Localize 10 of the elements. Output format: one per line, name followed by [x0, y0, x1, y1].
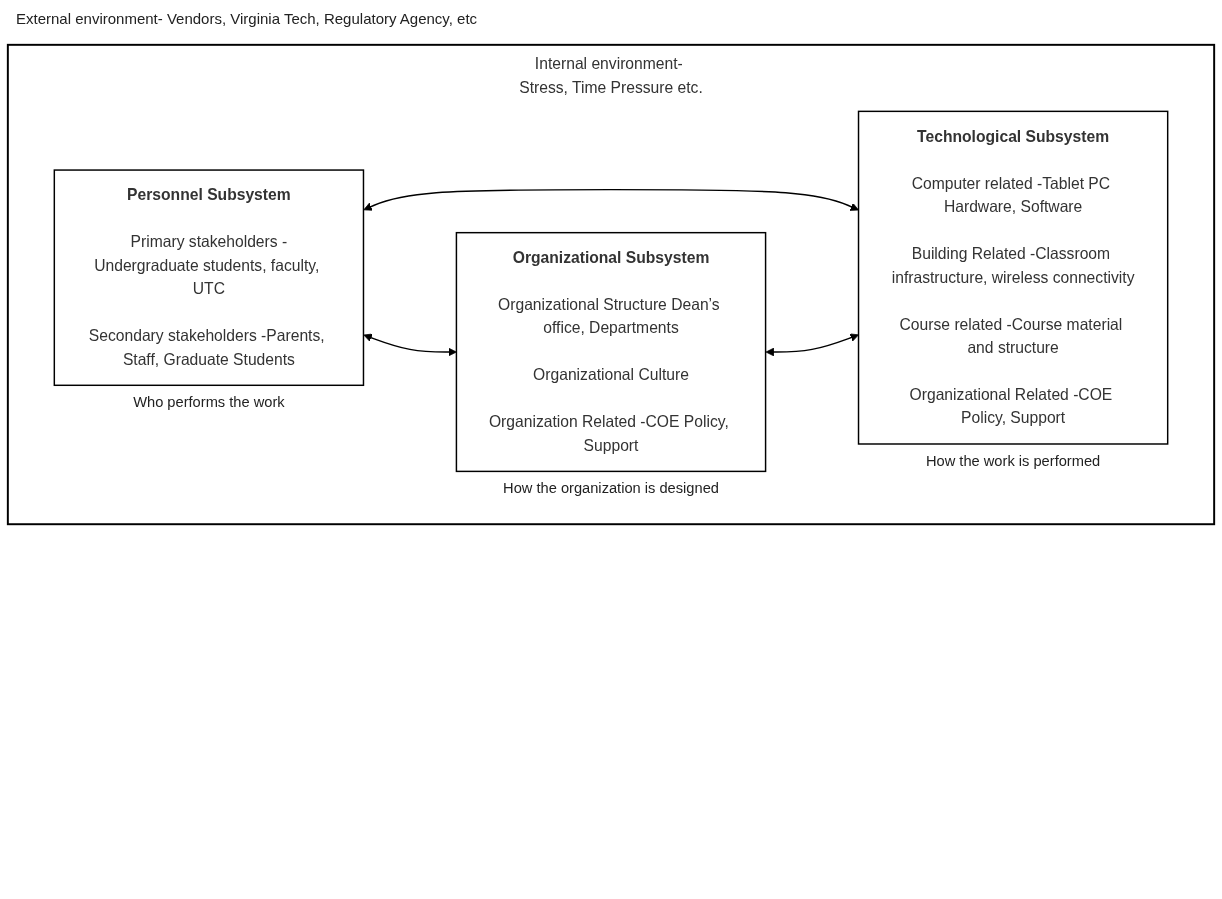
node-box: Organizational Subsystem Organizational Structure Dean’s office, Departments Organizational Culture Organization Related -COE Policy, Support [455, 231, 767, 473]
diagram-title: External environment- Vendors, Virginia Tech, Regulatory Agency, etc [16, 10, 479, 27]
node-caption: How the work is performed [925, 452, 1101, 469]
node-caption: How the organization is designed [503, 479, 719, 496]
arrow [765, 333, 859, 357]
arrow [363, 333, 457, 357]
arrow [363, 188, 859, 211]
node-caption: Who performs the work [133, 393, 285, 410]
node-box: Technological Subsystem Computer related -Tablet PC Hardware, Software Building Related -Classroom infrastructure, wireless connectivity Course related -Course material and structure Organizational Related -COE Policy, Support [857, 110, 1169, 445]
node-box: Personnel Subsystem Primary stakeholders -Undergraduate students, faculty, UTC Secondary stakeholders -Parents, Staff, Graduate Students [53, 169, 365, 387]
